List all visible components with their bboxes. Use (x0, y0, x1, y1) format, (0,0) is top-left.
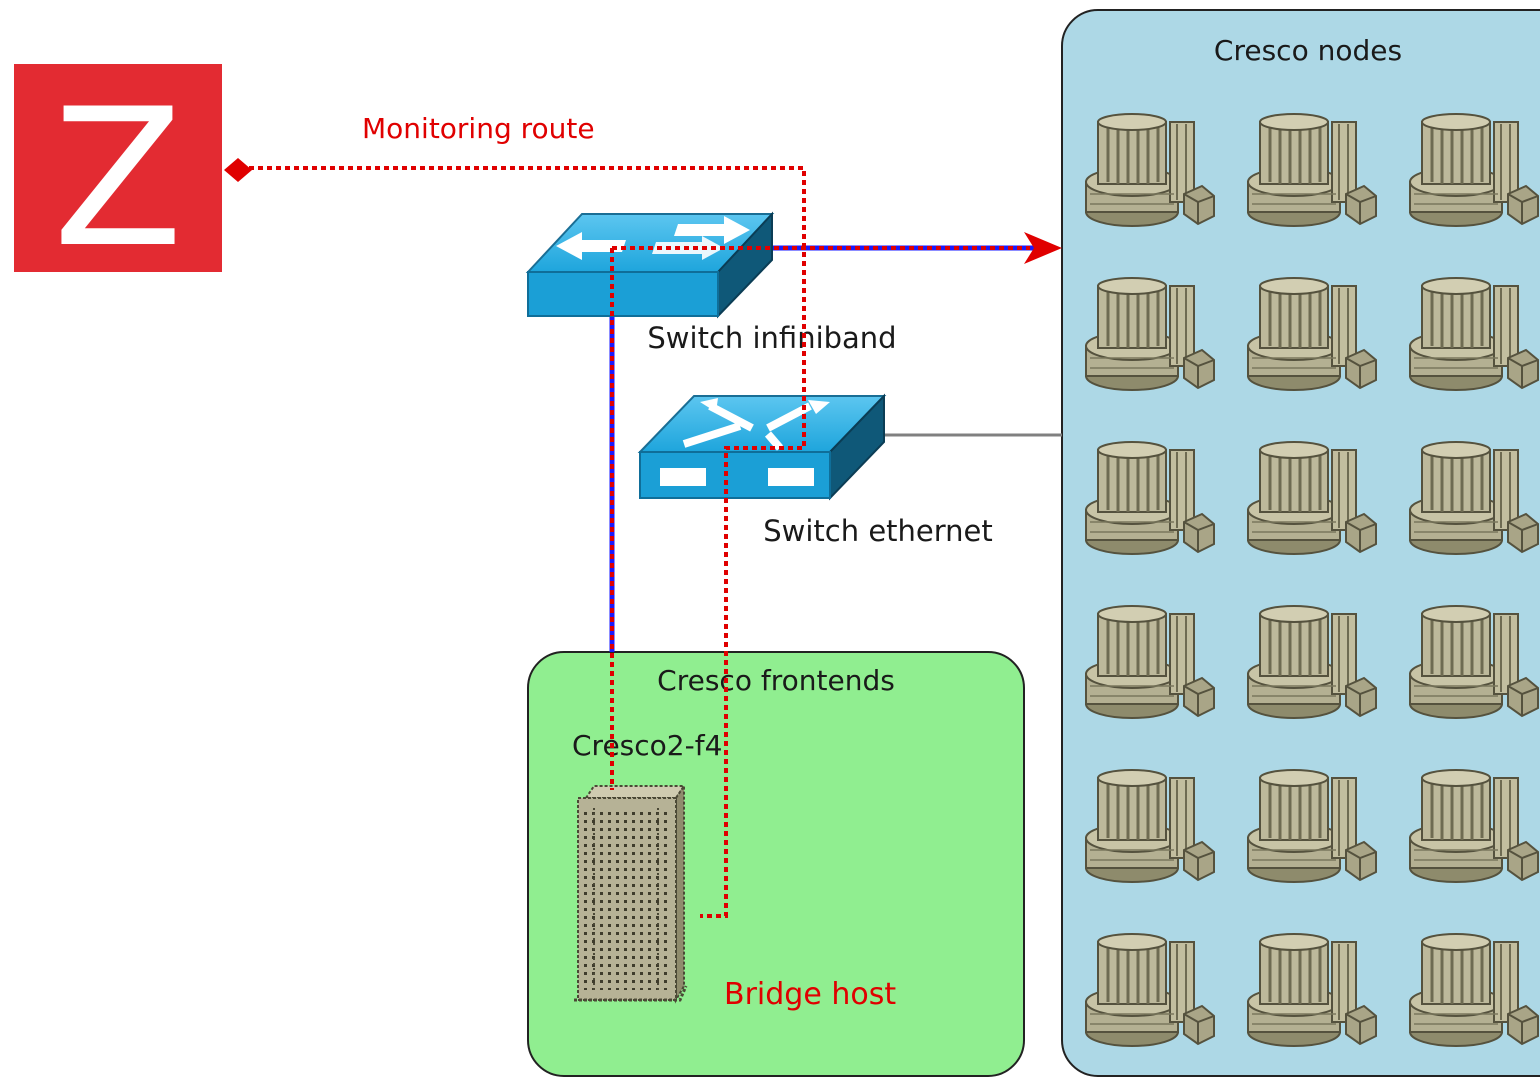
cresco-nodes-group: Cresco nodes (1061, 9, 1540, 1077)
cresco-nodes-title: Cresco nodes (1214, 34, 1402, 67)
cluster-node-icon (1246, 768, 1378, 884)
cluster-node-icon (1084, 932, 1216, 1048)
switch-infiniband-label: Switch infiniband (647, 321, 896, 355)
monitoring-route (240, 166, 1030, 918)
zabbix-logo: Z (14, 64, 222, 289)
cluster-node-icon (1084, 112, 1216, 228)
route-origin-diamond (224, 158, 252, 182)
cluster-node-icon (1408, 112, 1540, 228)
cluster-node-icon (1084, 440, 1216, 556)
monitoring-route-label: Monitoring route (362, 112, 595, 145)
cluster-node-icon (1408, 768, 1540, 884)
cluster-node-icon (1408, 440, 1540, 556)
logo-letter: Z (53, 68, 183, 289)
cluster-node-icon (1408, 932, 1540, 1048)
cluster-node-icon (1408, 604, 1540, 720)
cluster-node-icon (1084, 768, 1216, 884)
bridge-host-label: Bridge host (724, 977, 896, 1012)
tower-server-icon (572, 784, 688, 1002)
cluster-node-icon (1408, 276, 1540, 392)
cluster-node-icon (1246, 440, 1378, 556)
cluster-node-icon (1246, 604, 1378, 720)
network-switch-icon (525, 211, 775, 319)
cluster-node-icon (1246, 932, 1378, 1048)
cresco-frontends-title: Cresco frontends (657, 664, 895, 697)
network-switch-icon (637, 393, 887, 501)
switch-ethernet-label: Switch ethernet (763, 514, 993, 548)
switch-ethernet (637, 393, 887, 501)
switch-infiniband (525, 211, 775, 319)
cluster-node-icon (1084, 276, 1216, 392)
frontend-host-label: Cresco2-f4 (572, 729, 722, 762)
cluster-node-icon (1084, 604, 1216, 720)
cresco-frontends-group: Cresco frontends Cresco2-f4 Bridge host (527, 651, 1025, 1077)
route-arrowhead (1024, 232, 1062, 264)
cluster-node-icon (1246, 276, 1378, 392)
cluster-node-icon (1246, 112, 1378, 228)
